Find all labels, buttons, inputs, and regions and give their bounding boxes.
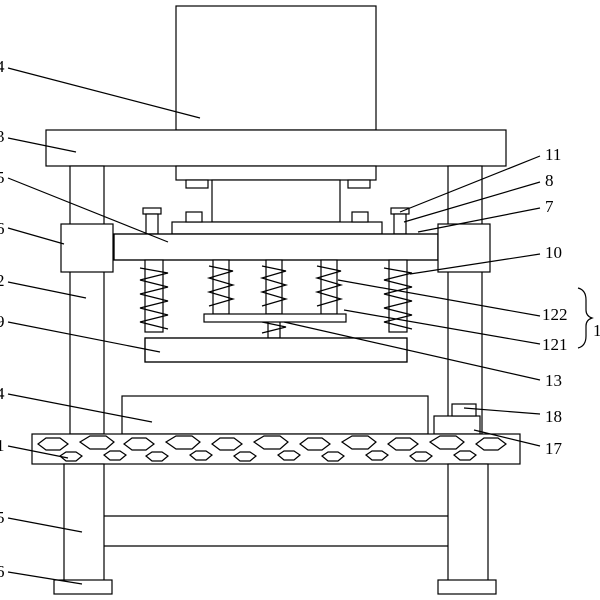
slide-block-right [437,223,491,273]
control-button [451,403,477,417]
callout-9: 9 [0,312,5,331]
callout-1: 1 [0,436,5,455]
right-foot [437,579,497,595]
work-box [121,395,429,435]
leader-lines [7,67,594,585]
callout-17: 17 [545,439,563,458]
callout-6-foot: 6 [0,562,5,581]
callout-4-lower: 4 [0,384,5,403]
moving-plate [113,233,439,261]
callout-4-top: 4 [0,57,5,76]
callout-122: 122 [542,305,568,324]
top-cylinder-housing [175,5,377,131]
callout-11: 11 [545,145,561,164]
right-column [447,165,483,435]
guide-bolt-left [142,207,162,215]
springs [139,265,413,334]
piston-head [171,221,383,235]
callout-5-plate: 5 [0,168,5,187]
callout-2: 2 [0,271,5,290]
guide-bolt-left-stem [145,213,159,235]
slide-block-left [60,223,114,273]
callout-8: 8 [545,171,554,190]
left-foot [53,579,113,595]
callout-6-block: 6 [0,219,5,238]
callout-121: 121 [542,335,568,354]
table-stone-pattern [37,435,507,462]
callout-3: 3 [0,127,5,146]
control-box [433,415,481,435]
callout-5-frame: 5 [0,508,5,527]
cylinder-mount-plate [175,165,377,181]
mount-bracket-right [347,179,371,189]
callout-18: 18 [545,407,562,426]
small-block-left [185,211,203,223]
mount-bracket-left [185,179,209,189]
press-block [144,337,408,363]
top-beam [45,129,507,167]
inner-press-plate [203,313,347,323]
base-table [31,433,521,465]
guide-bolt-right-stem [393,213,407,235]
callout-10: 10 [545,243,562,262]
left-leg [63,463,105,583]
callout-7: 7 [545,197,554,216]
left-column [69,165,105,435]
small-block-right [351,211,369,223]
callout-13: 13 [545,371,562,390]
right-leg [447,463,489,583]
spring-assembly [144,259,408,339]
callout-12: 1 [593,321,600,340]
piston-rod [211,179,341,223]
